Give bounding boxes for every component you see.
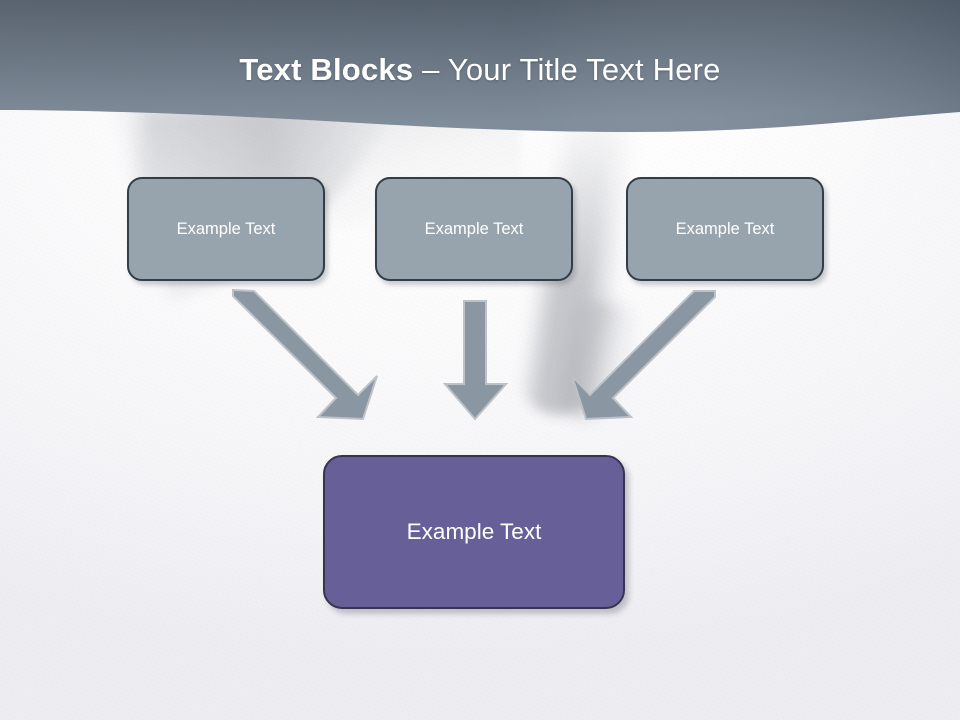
top-box-1[interactable]: Example Text xyxy=(127,177,325,281)
result-box-label: Example Text xyxy=(406,519,542,544)
top-box-3[interactable]: Example Text xyxy=(626,177,824,281)
top-box-2[interactable]: Example Text xyxy=(375,177,573,281)
page-title: Text Blocks – Your Title Text Here xyxy=(0,52,960,88)
top-box-1-label: Example Text xyxy=(176,219,276,238)
header-wave-shape xyxy=(0,0,960,133)
page-title-separator: – xyxy=(413,52,448,87)
top-box-2-label: Example Text xyxy=(424,219,524,238)
slide-header-band: Text Blocks – Your Title Text Here xyxy=(0,0,960,140)
result-box[interactable]: Example Text xyxy=(323,455,625,609)
page-title-rest: Your Title Text Here xyxy=(447,52,721,87)
page-title-bold: Text Blocks xyxy=(239,52,414,87)
top-box-3-label: Example Text xyxy=(675,219,775,238)
